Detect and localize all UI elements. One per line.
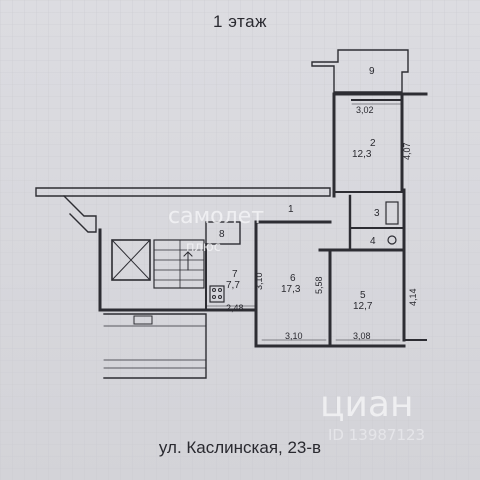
dimension-248: 2,48: [226, 303, 244, 313]
room-5-number: 5: [360, 290, 366, 301]
room-6-number: 6: [290, 273, 296, 284]
stove-icon: [209, 285, 225, 303]
dimension-414: 4,14: [408, 288, 418, 306]
plus-watermark: плюс: [186, 240, 221, 255]
dimension-302: 3,02: [356, 105, 374, 115]
room-6-area: 17,3: [281, 284, 301, 295]
room-4-number: 4: [370, 236, 376, 247]
room-9-number: 9: [369, 66, 375, 77]
bathtub-icon: [385, 201, 399, 225]
room-8-number: 8: [219, 229, 225, 240]
address-caption: ул. Каслинская, 23-в: [158, 438, 322, 457]
balcony-outline: [311, 49, 409, 93]
dimension-308: 3,08: [353, 331, 371, 341]
dimension-310-horizontal: 3,10: [285, 331, 303, 341]
samolet-watermark: самолет: [168, 204, 265, 229]
listing-id-watermark: ID 13987123: [328, 426, 426, 444]
floor-title: 1 этаж: [213, 12, 267, 31]
building-corridor-wall: [35, 187, 331, 197]
dimension-558: 5,58: [314, 276, 324, 294]
room-2-area: 12,3: [352, 149, 372, 160]
sink-icon: [387, 235, 397, 245]
elevator-shaft: [111, 239, 151, 281]
stair-flight: [153, 239, 205, 289]
dimension-407: 4,07: [402, 142, 412, 160]
room-2-number: 2: [370, 138, 376, 149]
entrance-porch: [103, 313, 207, 379]
dimension-310-vertical: 3,10: [254, 272, 264, 290]
room-1-number: 1: [288, 204, 294, 215]
room-7-number: 7: [232, 269, 238, 280]
room-7-area: 7,7: [226, 280, 240, 291]
room-3-number: 3: [374, 208, 380, 219]
cian-watermark: циан: [320, 384, 414, 425]
room-5-area: 12,7: [353, 301, 373, 312]
